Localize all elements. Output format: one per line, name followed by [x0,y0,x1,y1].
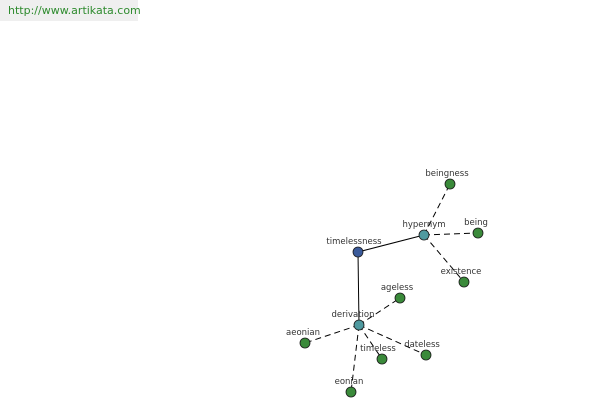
node-eonian[interactable] [345,386,357,398]
node-timeless[interactable] [376,353,388,365]
node-derivation[interactable] [353,319,365,331]
node-hypernym[interactable] [418,229,430,241]
node-timelessness[interactable] [352,246,364,258]
node-existence[interactable] [458,276,470,288]
label-beingness: beingness [425,169,469,179]
node-beingness[interactable] [444,178,456,190]
edge-derivation-dateless [358,324,427,356]
node-being[interactable] [472,227,484,239]
label-timelessness: timelessness [326,237,382,247]
label-being: being [464,218,488,228]
edge-hypernym-being [423,232,479,236]
label-timeless: timeless [360,344,396,354]
label-derivation: derivation [331,310,374,320]
label-ageless: ageless [381,283,414,293]
label-aeonian: aeonian [286,328,320,338]
label-hypernym: hypernym [402,220,445,230]
node-aeonian[interactable] [299,337,311,349]
node-dateless[interactable] [420,349,432,361]
edge-hypernym-existence [423,234,465,283]
label-eonian: eonian [335,377,364,387]
edge-root-hypernym [357,234,425,253]
label-dateless: dateless [404,340,440,350]
edge-root-derivation [357,251,360,326]
node-ageless[interactable] [394,292,406,304]
label-existence: existence [441,267,482,277]
edge-derivation-ageless [358,297,401,326]
edge-derivation-timeless [358,324,383,360]
source-url[interactable]: http://www.artikata.com [0,0,141,21]
edge-derivation-eonian [350,324,360,393]
